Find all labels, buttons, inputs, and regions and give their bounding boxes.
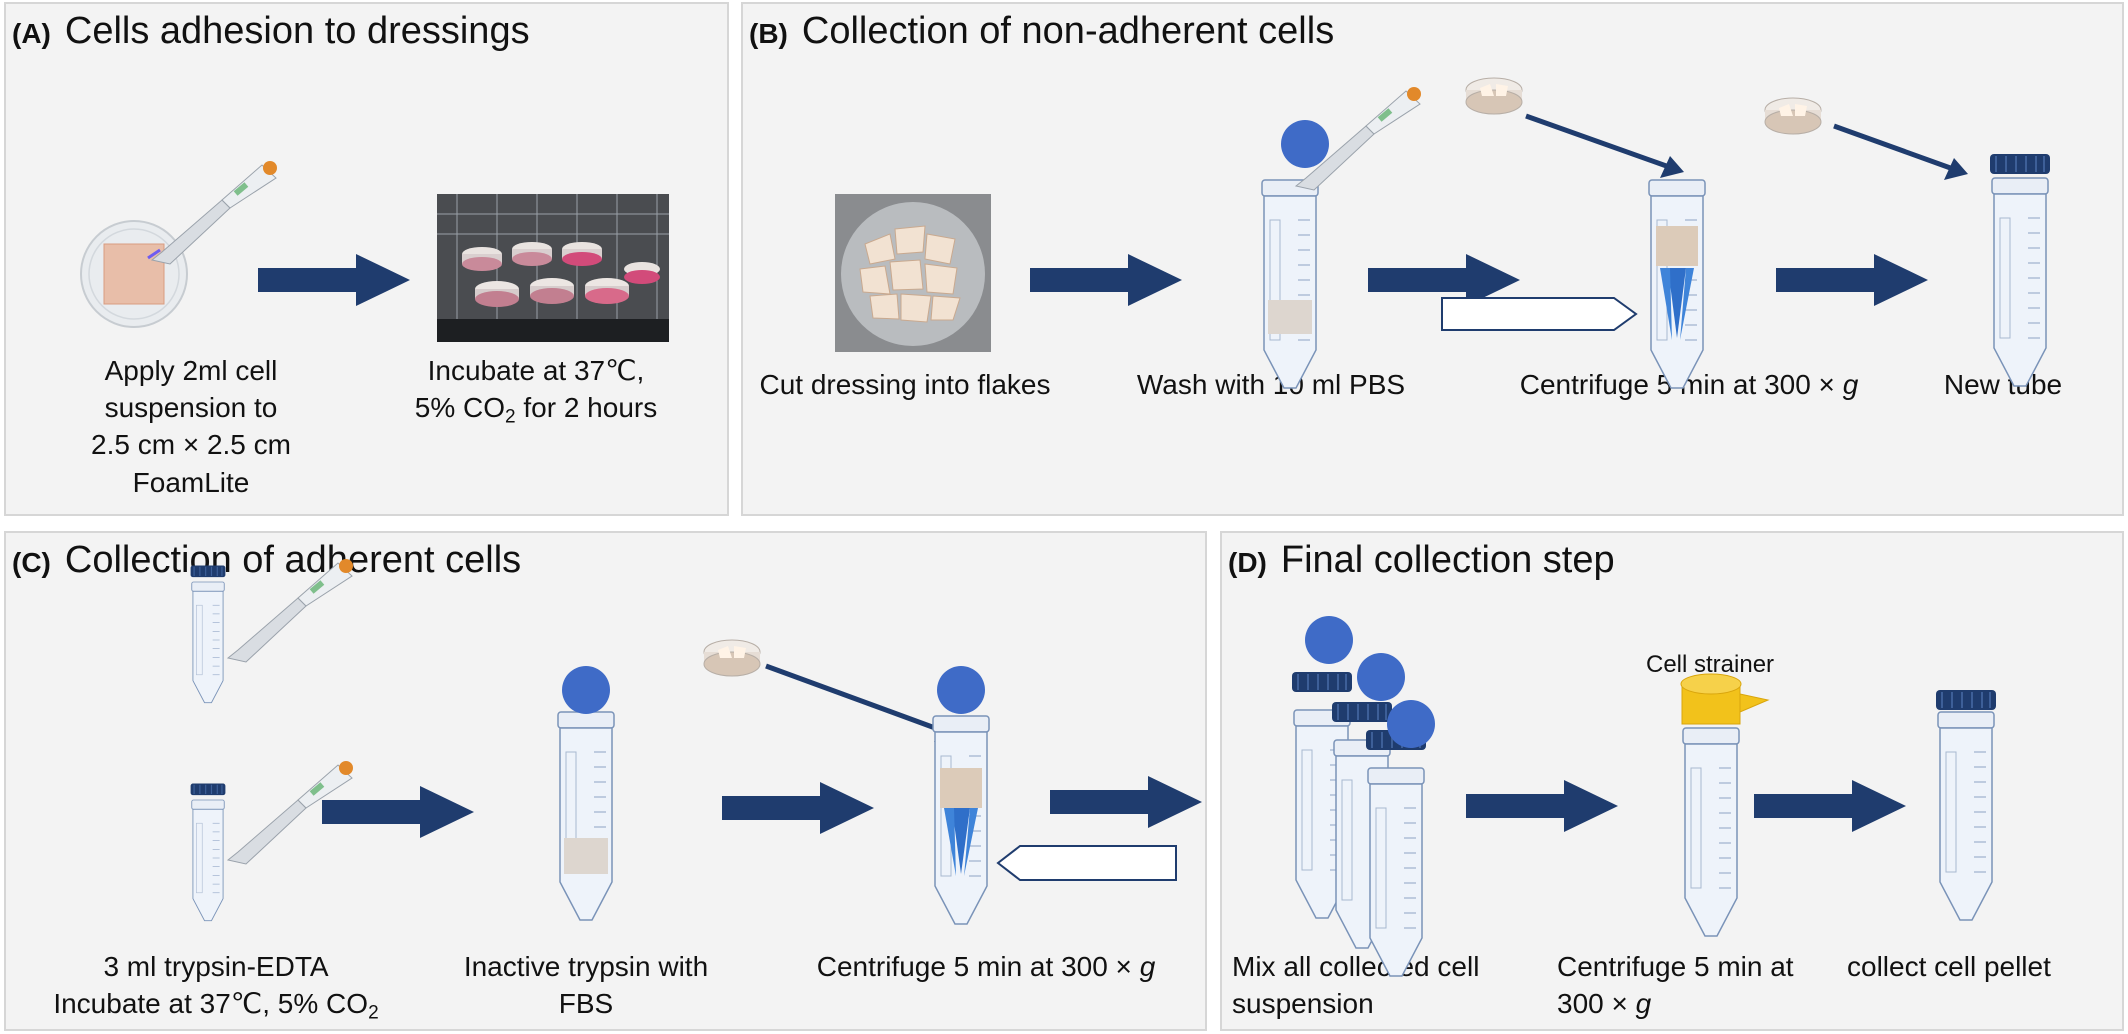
panel-c-title: (C) Collection of adherent cells (12, 539, 521, 582)
panel-c: (C) Collection of adherent cells 3 ml try… (4, 531, 1207, 1031)
caption-line: 5% CO2 for 2 hours (414, 392, 658, 428)
caption-line: Mix all collected cell (1232, 951, 1480, 982)
panel-c-title-text: Collection of adherent cells (64, 539, 522, 581)
panel-b-label: (B) (749, 18, 788, 49)
panel-b-title: (B) Collection of non-adherent cells (749, 10, 1334, 53)
panel-c-caption-inactive: Inactive trypsin with FBS (436, 948, 736, 1022)
panel-d-title: (D) Final collection step (1228, 539, 1615, 582)
caption-line: FoamLite (132, 466, 250, 498)
panel-d: (D) Final collection step Mix all collect… (1220, 531, 2124, 1031)
panel-d-title-text: Final collection step (1280, 539, 1615, 581)
panel-b-caption-centrifuge: Centrifuge 5 min at 300 × g (1519, 369, 1859, 400)
caption-line: 300 × g (1557, 988, 1652, 1020)
badge-2-text-c: 2 (577, 668, 595, 701)
badge-3-text-d: 3 (1402, 704, 1420, 737)
panel-d-caption-collect: collect cell pellet (1847, 951, 2051, 982)
dressing-flakes-photo (835, 194, 991, 352)
panel-a-caption-incubate: Incubate at 37℃, 5% CO2 for 2 hours (366, 352, 706, 428)
panel-d-label: (D) (1228, 547, 1267, 578)
panel-b-caption-new-tube: New tube (1943, 369, 2063, 400)
badge-1-text-d: 1 (1320, 620, 1338, 653)
panel-c-caption-trypsin: 3 ml trypsin-EDTA Incubate at 37℃, 5% CO… (26, 948, 406, 1024)
panel-b-caption-cut: Cut dressing into flakes (759, 369, 1051, 400)
panel-a-label: (A) (12, 18, 51, 49)
badge-3-text-c: 3 (952, 670, 970, 703)
panel-d-caption-mix: Mix all collected cell suspension (1232, 948, 1552, 1022)
caption-line: Incubate at 37℃, 5% CO2 (53, 988, 379, 1024)
pipette-tips-label-c: Pipette tips (1040, 846, 1159, 873)
panel-c-label: (C) (12, 547, 51, 578)
panel-b: (B) Collection of non-adherent cells Cut … (741, 2, 2124, 516)
panel-c-caption-centrifuge: Centrifuge 5 min at 300 × g (816, 951, 1156, 982)
badge-2-text-d: 2 (1372, 656, 1390, 689)
panel-a-title-text: Cells adhesion to dressings (64, 10, 530, 52)
caption-line: 3 ml trypsin-EDTA (103, 951, 329, 982)
caption-line: 2.5 cm × 2.5 cm (91, 429, 291, 461)
cell-strainer-label: Cell strainer (1646, 651, 1775, 678)
panel-d-caption-centrifuge: Centrifuge 5 min at 300 × g (1557, 948, 1837, 1022)
caption-line: Incubate at 37℃, (427, 355, 645, 386)
panel-a: (A) Cells adhesion to dressings Apply 2ml… (4, 2, 729, 516)
caption-line: Apply 2ml cell (104, 355, 278, 386)
caption-line: FBS (558, 988, 614, 1020)
caption-line: Inactive trypsin with (463, 951, 709, 982)
caption-line: suspension to (104, 392, 278, 424)
caption-line: Centrifuge 5 min at (1557, 951, 1794, 982)
caption-line: suspension (1232, 988, 1374, 1020)
panel-a-title: (A) Cells adhesion to dressings (12, 10, 530, 53)
panel-a-caption-apply: Apply 2ml cell suspension to 2.5 cm × 2.… (66, 352, 316, 501)
badge-1-text-b: 1 (1296, 122, 1314, 158)
panel-b-title-text: Collection of non-adherent cells (801, 10, 1335, 52)
pipette-tips-label-b: Pipette tips (1462, 296, 1581, 323)
panel-b-caption-wash: Wash with 10 ml PBS (1136, 369, 1406, 400)
incubator-photo (437, 194, 669, 342)
